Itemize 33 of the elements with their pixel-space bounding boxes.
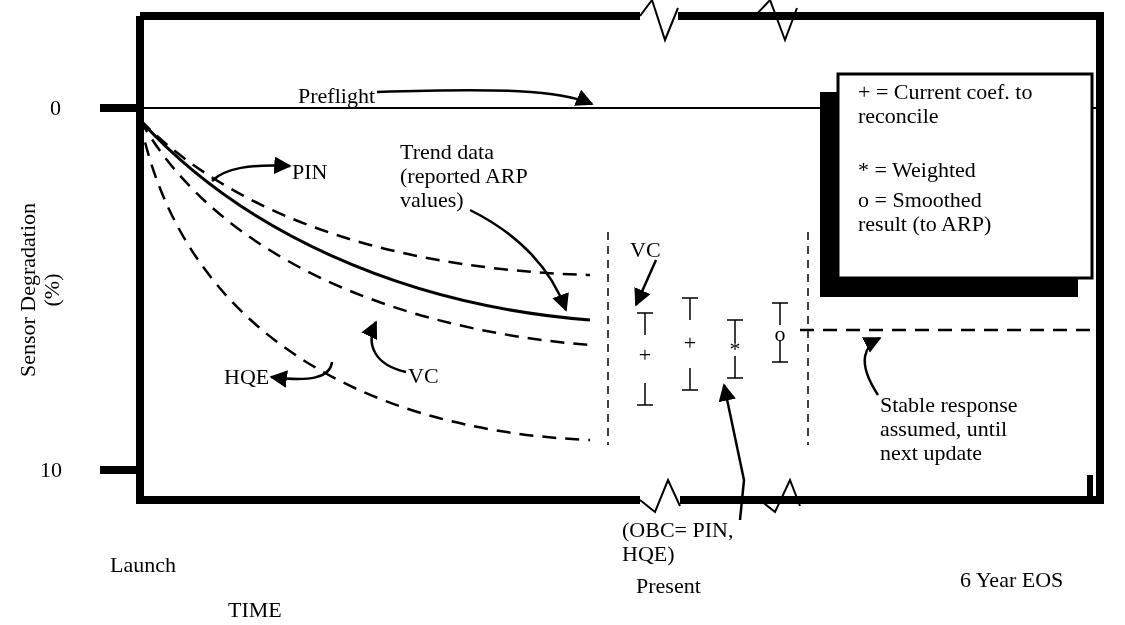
bar-symbol: + bbox=[637, 343, 653, 367]
legend-entry: o = Smoothed result (to ARP) bbox=[858, 188, 993, 236]
axis-tick-label: 0 bbox=[50, 96, 62, 120]
legend-entry: + = Current coef. to reconcile bbox=[858, 80, 1034, 128]
axis-tick-label: 10 bbox=[40, 458, 63, 482]
callout-text: Trend data (reported ARP values) bbox=[400, 140, 550, 212]
leader-arrow bbox=[361, 320, 407, 374]
legend-entry: * = Weighted bbox=[858, 158, 977, 182]
callout-text: VC bbox=[408, 364, 439, 388]
leader-arrow bbox=[634, 259, 658, 307]
leader-arrow bbox=[718, 383, 746, 521]
dashed-curve bbox=[800, 328, 1092, 332]
leader-arrow bbox=[269, 361, 334, 388]
bar-symbol: o bbox=[773, 322, 787, 346]
callout-text: Stable response assumed, until next update bbox=[880, 393, 1050, 465]
callout-text: HQE bbox=[224, 365, 270, 389]
callout-text: VC bbox=[630, 238, 661, 262]
axis-label: 6 Year EOS bbox=[960, 568, 1065, 592]
error-bar bbox=[726, 319, 744, 379]
axis-label: Launch bbox=[110, 553, 177, 577]
leader-arrow bbox=[376, 88, 594, 107]
callout-text: PIN bbox=[292, 160, 328, 184]
bar-symbol: * bbox=[728, 337, 742, 361]
axis-label: Present bbox=[636, 574, 702, 598]
axis-title: TIME bbox=[228, 598, 283, 622]
callout-text: Preflight bbox=[298, 84, 375, 108]
callout-text: (OBC= PIN, HQE) bbox=[622, 518, 747, 566]
leader-arrow bbox=[469, 208, 569, 312]
leader-arrow bbox=[862, 336, 882, 396]
bar-symbol: + bbox=[682, 331, 698, 355]
leader-arrow bbox=[211, 156, 292, 182]
error-bar bbox=[636, 312, 654, 406]
axis-title: Sensor Degradation (%) bbox=[16, 201, 64, 380]
